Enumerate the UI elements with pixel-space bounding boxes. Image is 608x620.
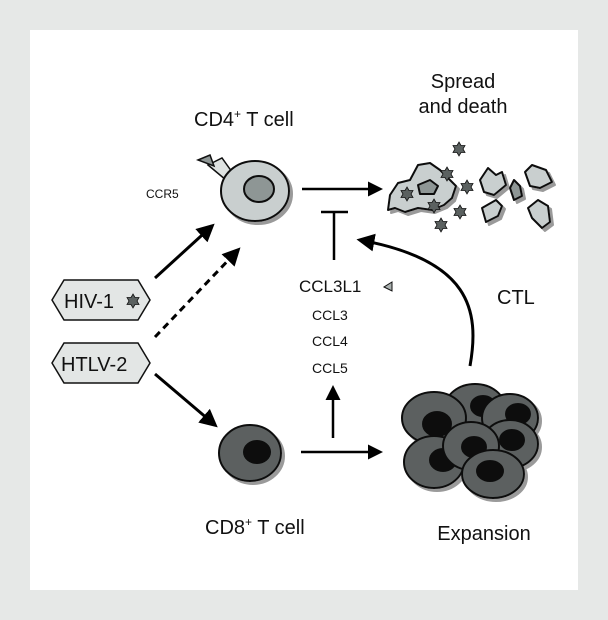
virus-htlv2-badge: HTLV-2	[51, 342, 151, 384]
spread-label-line2: and death	[419, 96, 508, 118]
virus-star-icon	[453, 204, 467, 220]
dead-cell-debris-icon	[387, 162, 553, 229]
expanded-cd8-cluster-icon	[401, 383, 539, 499]
cd8-label: CD8+ T cell	[205, 515, 305, 539]
chemokine-ccl3: CCL3	[312, 307, 348, 323]
chemokine-list: CCL3L1 CCL3 CCL4 CCL5	[299, 277, 393, 376]
virus-star-icon	[452, 141, 466, 157]
chemokine-ccl3l1: CCL3L1	[299, 277, 361, 296]
cd4-label: CD4+ T cell	[194, 107, 294, 131]
chemokine-ccl5: CCL5	[312, 360, 348, 376]
virus-hiv1-label: HIV-1	[64, 291, 114, 313]
htlv-to-cd8-arrow	[154, 372, 218, 428]
triangle-marker-icon	[382, 281, 393, 292]
virus-hiv1-badge: HIV-1	[51, 279, 151, 321]
cd8-t-cell-icon	[218, 424, 282, 482]
expansion-label: Expansion	[437, 523, 530, 545]
ctl-arrow	[356, 233, 475, 367]
cd4-t-cell-icon	[220, 160, 290, 222]
chemokine-ccl4: CCL4	[312, 333, 348, 349]
inhibition-bar	[321, 210, 348, 260]
spread-label-line1: Spread	[431, 71, 496, 93]
ctl-label: CTL	[497, 287, 535, 309]
htlv-to-cd4-dashed-arrow	[153, 247, 241, 339]
ccr5-label: CCR5	[146, 187, 179, 201]
virus-star-icon	[434, 217, 448, 233]
hiv-to-cd4-arrow	[153, 223, 215, 280]
virus-htlv2-label: HTLV-2	[61, 354, 127, 376]
virus-star-icon	[460, 179, 474, 195]
